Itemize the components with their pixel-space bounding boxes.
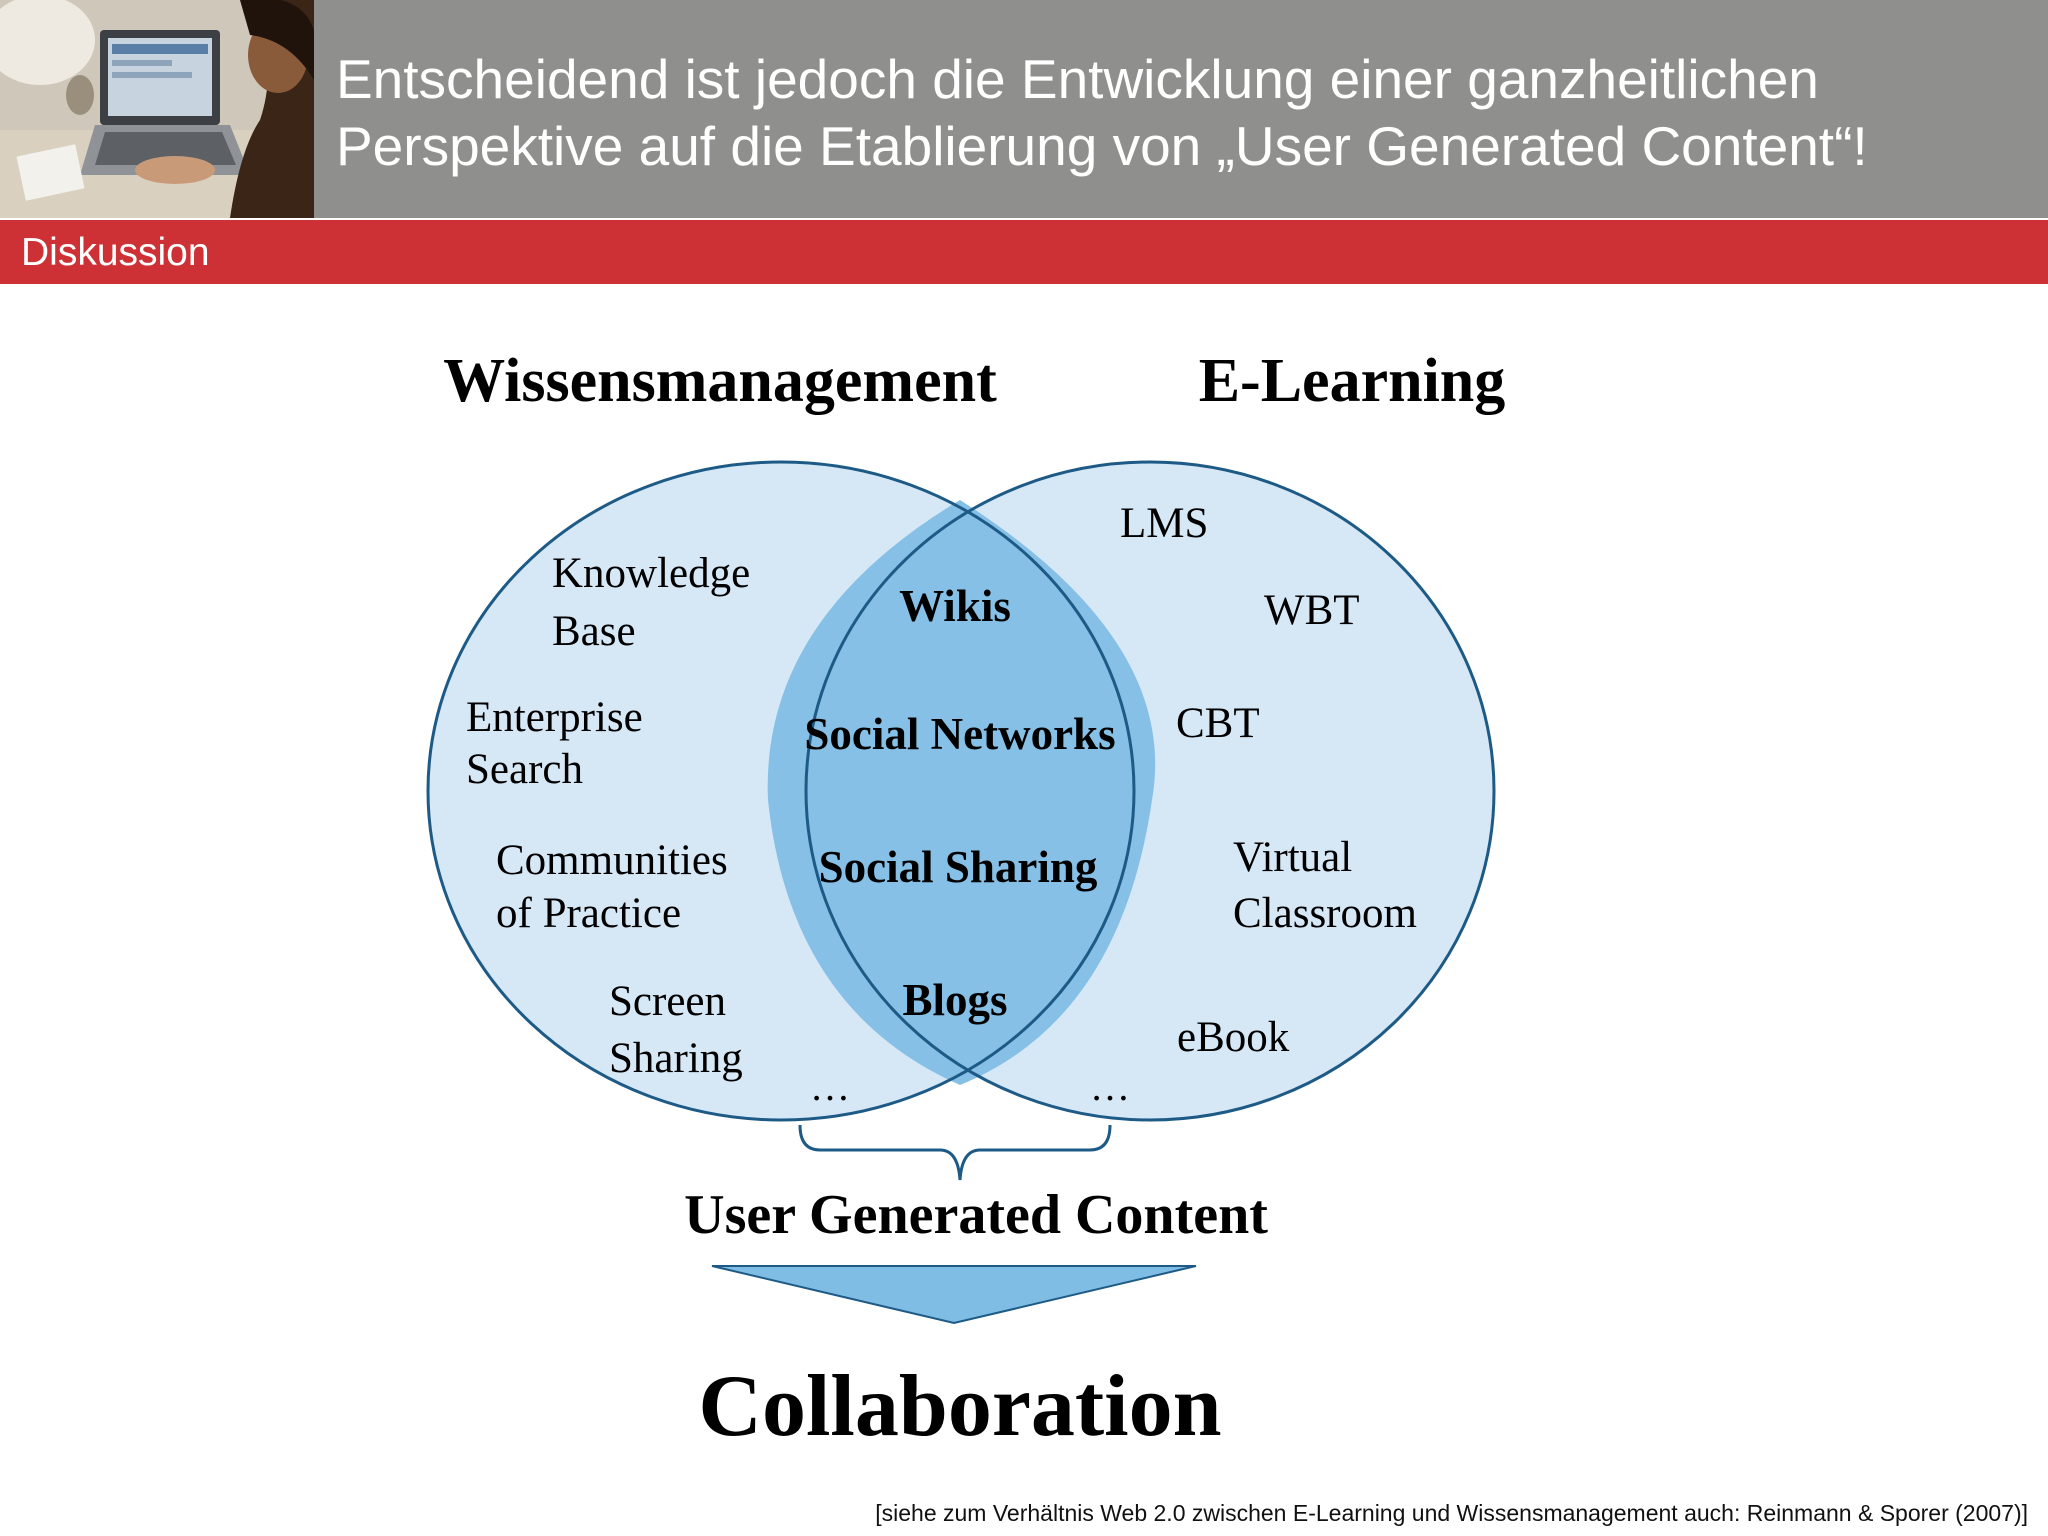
right-title: E-Learning bbox=[1199, 347, 1506, 415]
down-arrow-icon bbox=[711, 1265, 1197, 1325]
header-title-line-1: Entscheidend ist jedoch die Entwicklung … bbox=[336, 48, 1819, 110]
header-title-line-2: Perspektive auf die Etablierung von „Use… bbox=[336, 115, 1868, 177]
section-label: Diskussion bbox=[21, 231, 210, 274]
header-photo bbox=[0, 0, 314, 218]
curly-brace bbox=[798, 1124, 1112, 1181]
right-item-ebook: eBook bbox=[1177, 1014, 1290, 1061]
laptop-photo-icon bbox=[0, 0, 314, 218]
right-item-wbt: WBT bbox=[1264, 587, 1360, 634]
left-item-screen-sharing-line2: Sharing bbox=[609, 1035, 743, 1082]
left-item-knowledge-base-line2: Base bbox=[552, 608, 636, 655]
center-item-social-sharing: Social Sharing bbox=[819, 842, 1098, 892]
left-title: Wissensmanagement bbox=[443, 347, 997, 415]
wissensmanagement-outline bbox=[426, 460, 1136, 1122]
result-label: Collaboration bbox=[698, 1358, 1221, 1455]
right-item-cbt: CBT bbox=[1176, 700, 1260, 747]
intersection-lens bbox=[767, 500, 1156, 1085]
center-item-social-networks: Social Networks bbox=[804, 709, 1115, 759]
left-item-communities-line1: Communities bbox=[496, 837, 728, 884]
left-item-enterprise-search-line1: Enterprise bbox=[466, 694, 643, 741]
left-ellipsis: … bbox=[810, 1064, 850, 1109]
right-item-virtual-classroom-line1: Virtual bbox=[1233, 834, 1352, 881]
right-item-lms: LMS bbox=[1120, 500, 1208, 547]
elearning-outline bbox=[804, 460, 1496, 1122]
center-item-blogs: Blogs bbox=[902, 975, 1007, 1025]
ugc-label: User Generated Content bbox=[684, 1184, 1268, 1246]
section-bar bbox=[0, 220, 2048, 284]
right-ellipsis: … bbox=[1090, 1064, 1130, 1109]
center-item-wikis: Wikis bbox=[899, 581, 1011, 631]
footnote: [siehe zum Verhältnis Web 2.0 zwischen E… bbox=[875, 1500, 2028, 1526]
left-item-enterprise-search-line2: Search bbox=[466, 746, 583, 793]
left-item-screen-sharing-line1: Screen bbox=[609, 978, 726, 1025]
header-title: Entscheidend ist jedoch die Entwicklung … bbox=[336, 46, 2026, 180]
right-item-virtual-classroom-line2: Classroom bbox=[1233, 890, 1417, 937]
slide-header: Entscheidend ist jedoch die Entwicklung … bbox=[0, 0, 2048, 218]
left-item-knowledge-base-line1: Knowledge bbox=[552, 550, 750, 597]
left-item-communities-line2: of Practice bbox=[496, 890, 681, 937]
